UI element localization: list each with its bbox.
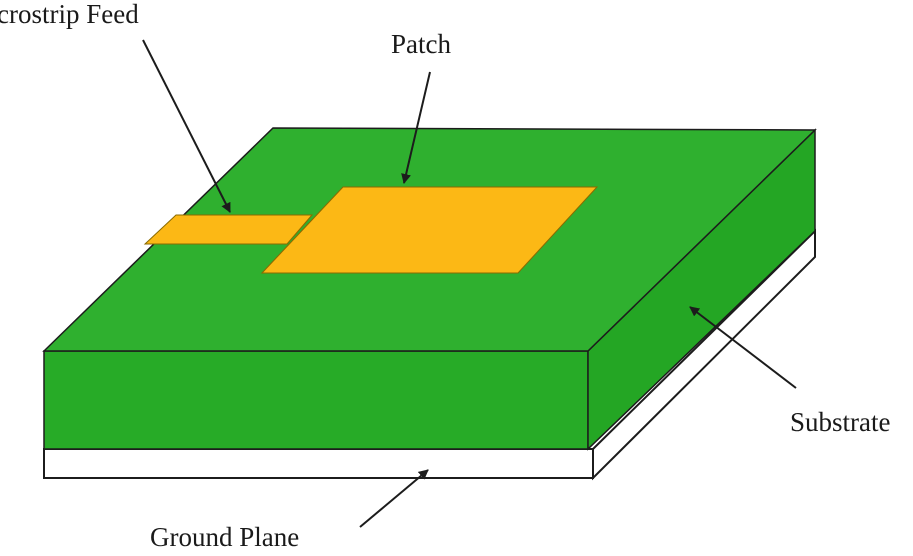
ground-plane-label: Ground Plane bbox=[150, 522, 299, 552]
substrate-label: Substrate bbox=[790, 407, 891, 437]
ground-plane-side bbox=[592, 228, 816, 481]
substrate-front-face bbox=[43, 350, 589, 450]
patch bbox=[260, 186, 599, 274]
microstrip-feed-line bbox=[143, 214, 314, 245]
patch-label: Patch bbox=[391, 29, 451, 59]
ground-plane-front bbox=[43, 448, 594, 479]
substrate bbox=[42, 127, 817, 451]
microstrip-feed-arrow bbox=[142, 39, 231, 213]
substrate-arrow bbox=[689, 306, 797, 389]
patch-arrow bbox=[401, 71, 431, 184]
ground-plane-arrow bbox=[359, 469, 429, 528]
microstrip-feed-label: crostrip Feed bbox=[0, 0, 139, 29]
ground-plane bbox=[43, 228, 816, 481]
